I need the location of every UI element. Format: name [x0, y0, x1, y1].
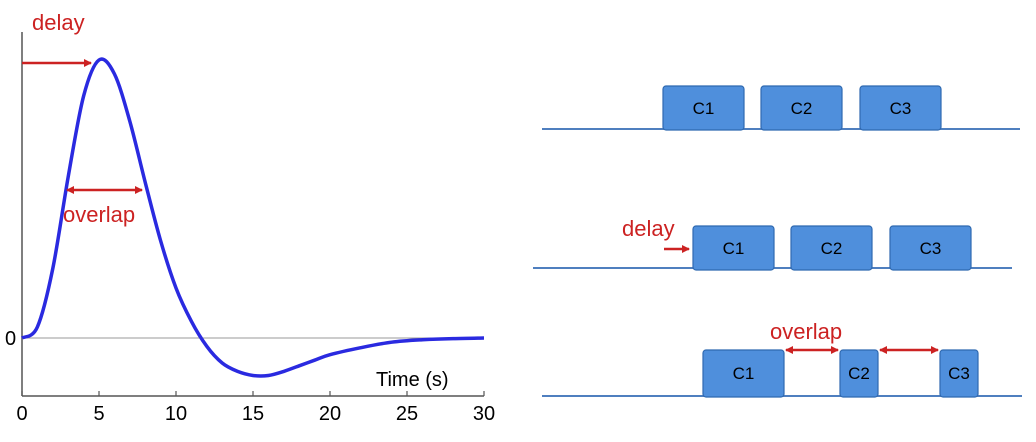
condition-box-c2: C2 [760, 85, 843, 131]
condition-box-c1: C1 [692, 225, 775, 271]
x-tick-label: 0 [16, 403, 27, 425]
condition-box-c2: C2 [839, 349, 879, 398]
delay-label: delay [622, 216, 675, 241]
condition-label: C2 [848, 364, 870, 383]
condition-label: C1 [733, 364, 755, 383]
condition-box-c1: C1 [702, 349, 785, 398]
condition-box-c3: C3 [889, 225, 972, 271]
response-plot: 0 5 10 15 20 25 30 0 Time (s) delay overlap [5, 10, 495, 425]
condition-box-c1: C1 [662, 85, 745, 131]
delay-label: delay [32, 10, 85, 35]
condition-label: C2 [791, 99, 813, 118]
x-tick-group: 0 5 10 15 20 25 30 [16, 391, 495, 425]
x-tick-label: 5 [93, 403, 104, 425]
timeline-row-1: C1 C2 C3 [542, 85, 1020, 131]
condition-label: C3 [890, 99, 912, 118]
time-axis-label: Time (s) [376, 369, 449, 391]
condition-box-c3: C3 [859, 85, 942, 131]
response-curve [20, 57, 485, 378]
condition-label: C1 [723, 239, 745, 258]
zero-tick-label: 0 [5, 328, 16, 350]
condition-label: C2 [821, 239, 843, 258]
x-tick-label: 15 [242, 403, 264, 425]
condition-label: C3 [920, 239, 942, 258]
x-tick-label: 20 [319, 403, 341, 425]
x-tick-label: 30 [473, 403, 495, 425]
overlap-label: overlap [770, 319, 842, 344]
condition-box-c3: C3 [939, 349, 979, 398]
condition-box-c2: C2 [790, 225, 873, 271]
x-tick-label: 25 [396, 403, 418, 425]
overlap-label: overlap [63, 202, 135, 227]
condition-label: C3 [948, 364, 970, 383]
timeline-row-2: delay C1 C2 C3 [533, 216, 1012, 271]
x-tick-label: 10 [165, 403, 187, 425]
condition-label: C1 [693, 99, 715, 118]
timeline-row-3: overlap C1 C2 C3 [542, 319, 1022, 398]
